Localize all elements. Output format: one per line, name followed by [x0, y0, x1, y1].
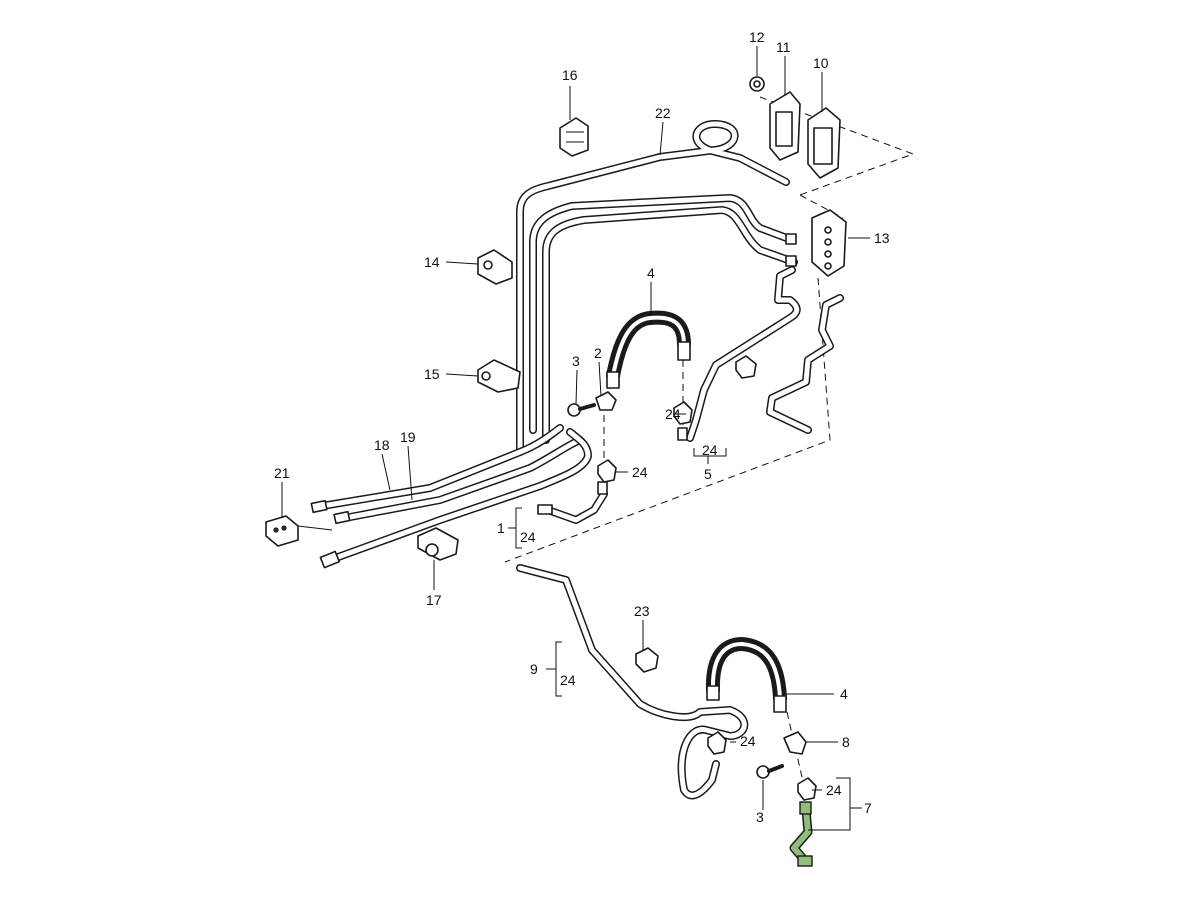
brake-line-right-rear[interactable] [766, 294, 844, 434]
leader-lines [281, 46, 870, 810]
gasket-11[interactable] [769, 91, 801, 161]
callout-4-lower: 4 [840, 686, 848, 702]
gasket-10[interactable] [807, 107, 841, 179]
callout-1: 1 [497, 520, 505, 536]
callout-22: 22 [655, 105, 671, 121]
callout-3-upper: 3 [572, 353, 580, 369]
bracket-14[interactable] [477, 249, 513, 285]
callout-14: 14 [424, 254, 440, 270]
callout-labels: 12 11 10 13 16 22 14 15 4 2 3 24 24 5 24… [274, 29, 890, 825]
callout-4-upper: 4 [647, 265, 655, 281]
brake-line-18[interactable] [318, 424, 564, 510]
nut-12[interactable] [749, 76, 765, 92]
clip-23[interactable] [635, 647, 659, 673]
callout-2: 2 [594, 345, 602, 361]
brake-line-9[interactable] [516, 564, 749, 800]
bolt-3-upper[interactable] [567, 403, 596, 417]
callout-24-b: 24 [702, 442, 718, 458]
distributor-block-13[interactable] [785, 209, 847, 277]
callout-10: 10 [813, 55, 829, 71]
group-bracket-9 [546, 641, 562, 697]
brake-line-upper-b[interactable] [542, 206, 798, 444]
line-end-fittings-left [310, 499, 351, 569]
callout-5: 5 [704, 466, 712, 482]
brake-line-upper-a[interactable] [529, 194, 796, 434]
callout-24-a: 24 [665, 406, 681, 422]
callout-12: 12 [749, 29, 765, 45]
brake-line-long-lower[interactable] [326, 428, 592, 564]
callout-24-d: 24 [520, 529, 536, 545]
bolt-3-lower[interactable] [756, 764, 784, 779]
clip-16[interactable] [559, 117, 589, 157]
callout-24-c: 24 [632, 464, 648, 480]
clip-small-right[interactable] [735, 355, 757, 379]
bracket-8[interactable] [783, 731, 807, 755]
brake-hose-4-lower[interactable] [705, 636, 787, 713]
callout-15: 15 [424, 366, 440, 382]
callout-13: 13 [874, 230, 890, 246]
callout-18: 18 [374, 437, 390, 453]
callout-17: 17 [426, 592, 442, 608]
callout-21: 21 [274, 465, 290, 481]
callout-24-g: 24 [826, 782, 842, 798]
brake-line-5[interactable] [686, 266, 801, 442]
bracket-17[interactable] [417, 527, 459, 561]
brake-line-19[interactable] [341, 436, 584, 522]
callout-8: 8 [842, 734, 850, 750]
callout-24-f: 24 [740, 733, 756, 749]
brake-line-7-highlighted[interactable] [789, 801, 813, 867]
callout-19: 19 [400, 429, 416, 445]
callout-24-e: 24 [560, 672, 576, 688]
callout-11: 11 [776, 39, 791, 55]
clips-24[interactable] [597, 401, 817, 801]
callout-7: 7 [864, 800, 872, 816]
bracket-15[interactable] [477, 359, 521, 393]
group-bracket-1 [508, 507, 522, 549]
callout-16: 16 [562, 67, 578, 83]
group-bracket-5 [693, 448, 727, 464]
callout-3-lower: 3 [756, 809, 764, 825]
brake-line-1[interactable] [537, 481, 608, 524]
brake-hose-4-upper[interactable] [606, 310, 691, 389]
group-bracket-7 [808, 777, 862, 831]
brake-line-22[interactable] [516, 120, 790, 454]
bracket-2[interactable] [595, 391, 617, 411]
callout-9: 9 [530, 661, 538, 677]
connector-block-21[interactable] [265, 515, 299, 547]
callout-23: 23 [634, 603, 650, 619]
